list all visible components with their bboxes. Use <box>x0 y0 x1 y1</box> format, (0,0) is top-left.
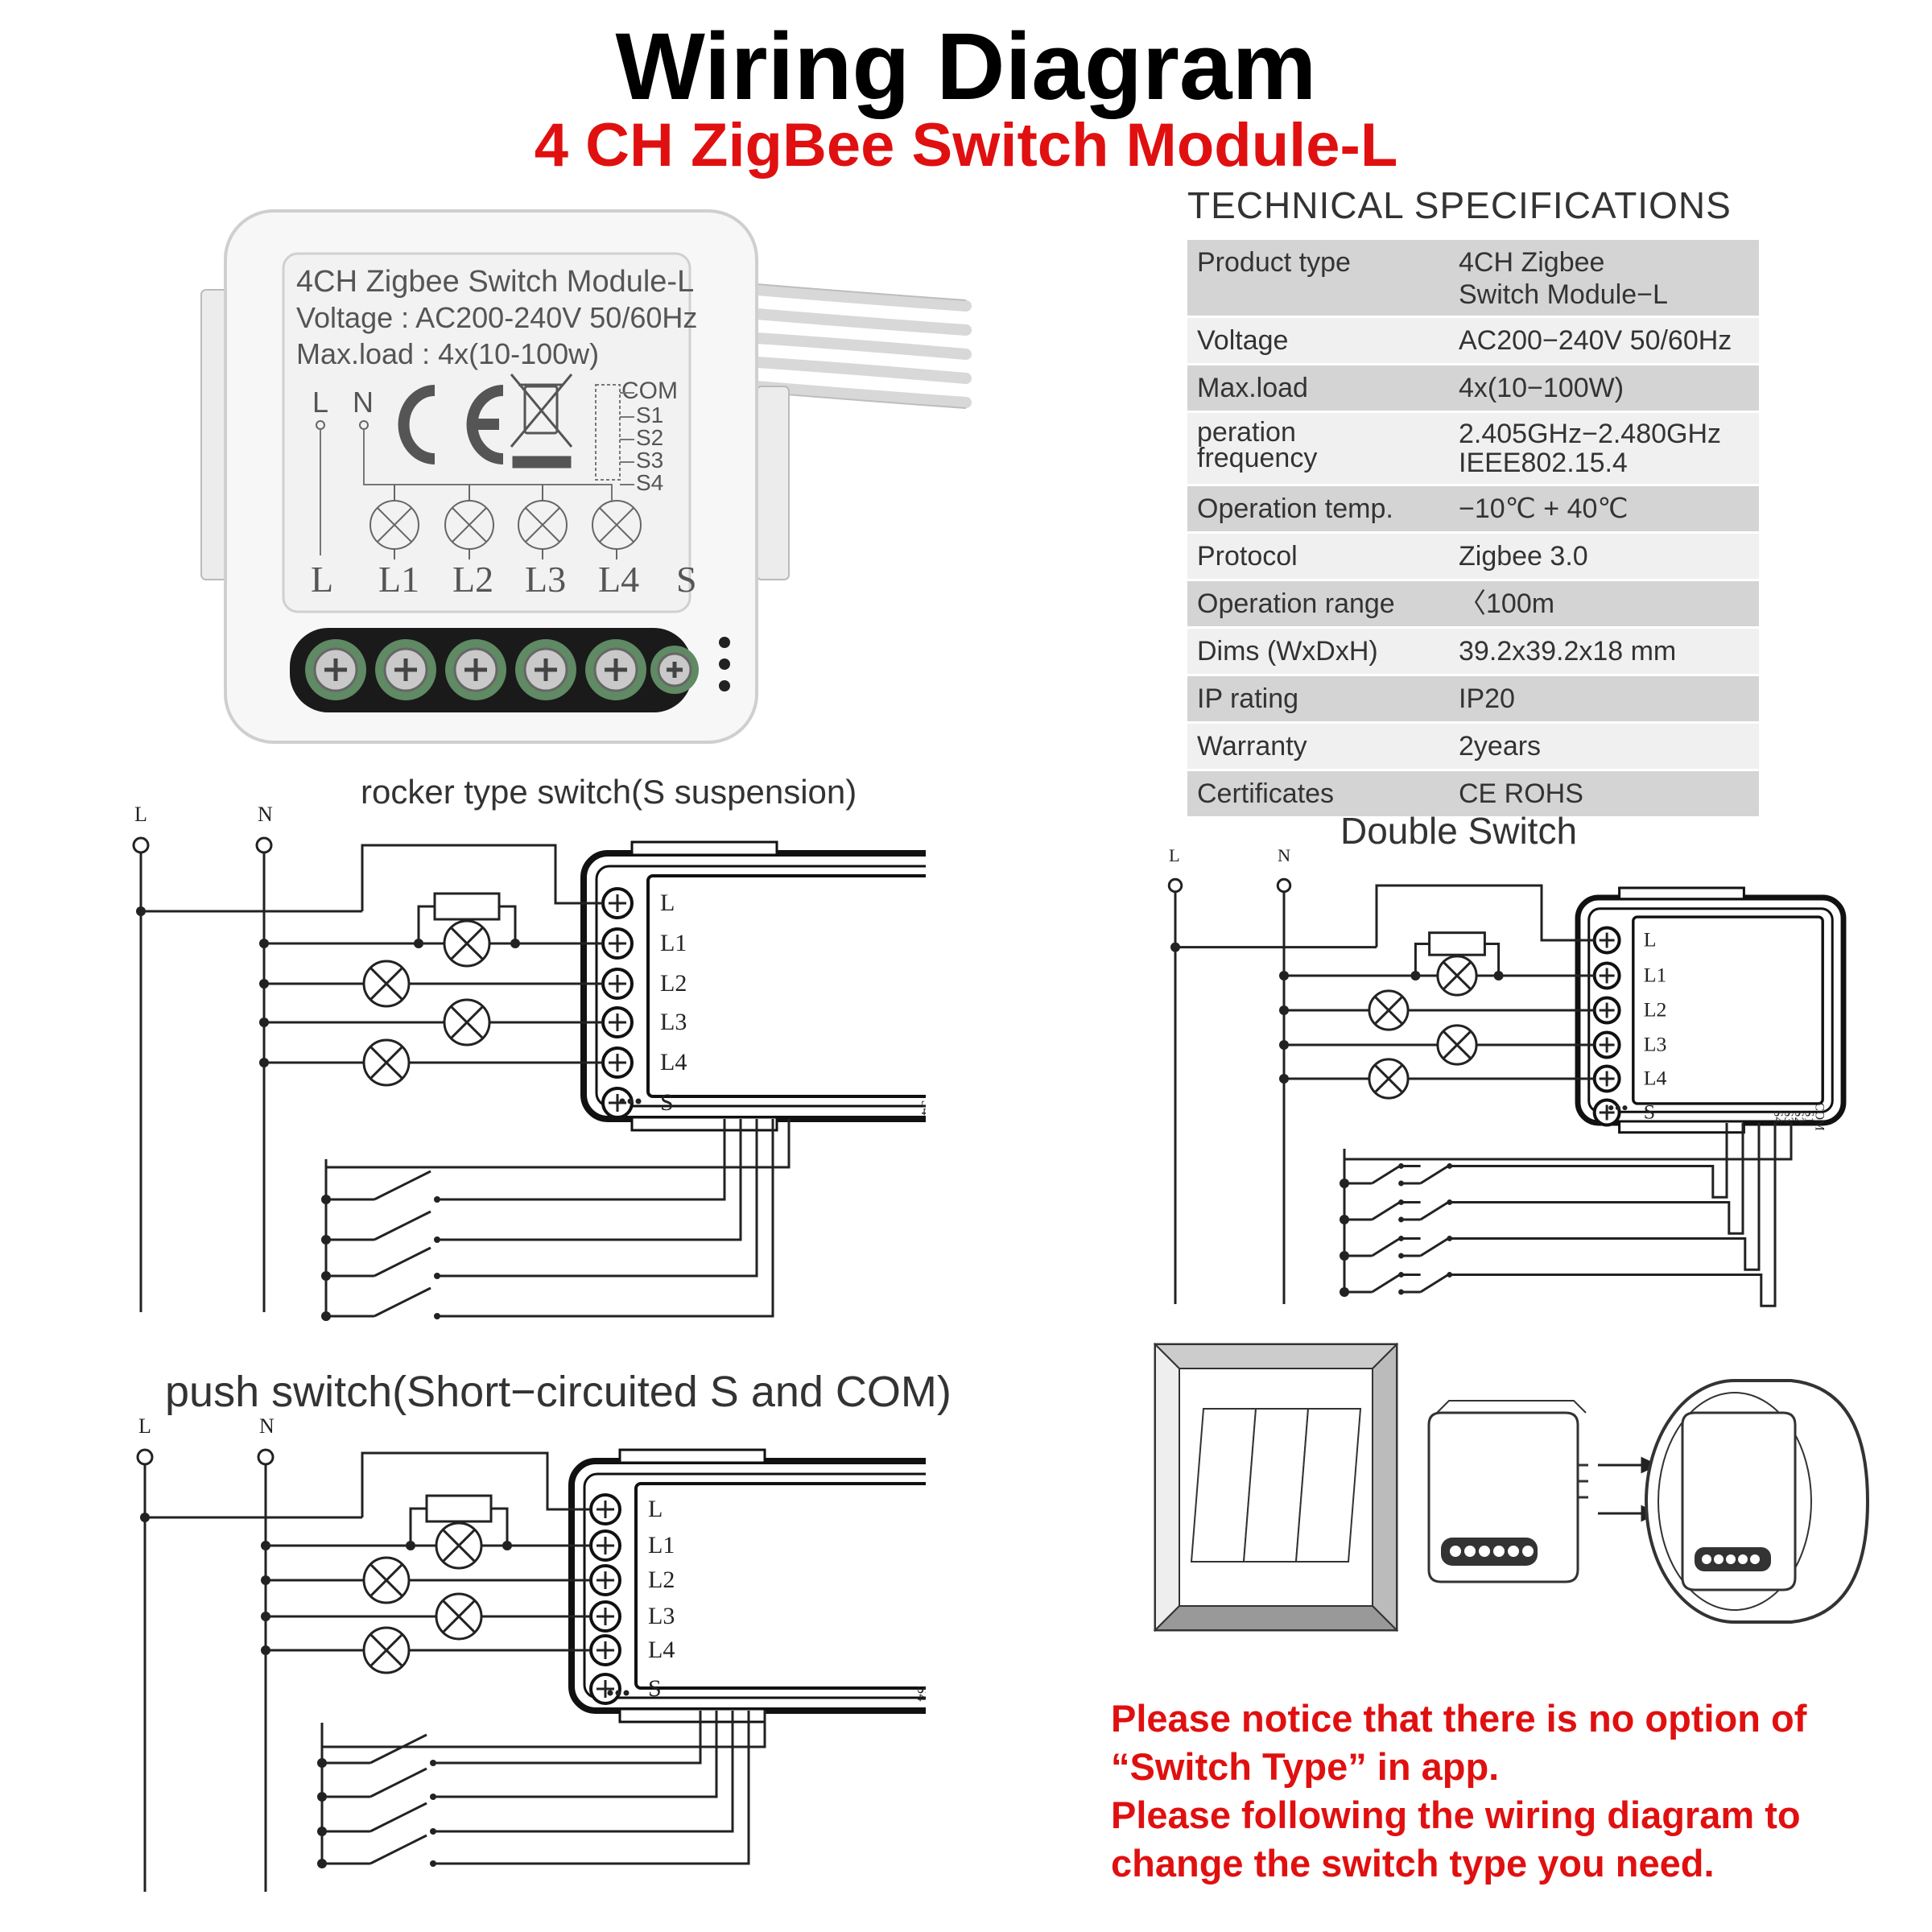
line-n-label: N <box>259 1414 275 1438</box>
notice-line-3: Please following the wiring diagram to <box>1111 1794 1801 1836</box>
module-photo: 4CH Zigbee Switch Module-L Voltage : AC2… <box>200 209 972 744</box>
svg-text:S4: S4 <box>636 470 663 495</box>
pin-label-com: COM <box>1813 1103 1827 1131</box>
terminal-label-l2: L2 <box>660 970 687 997</box>
module-outline <box>580 850 926 1122</box>
wall-box-icon <box>1645 1379 1870 1624</box>
terminal-label-l2: L2 <box>648 1567 675 1593</box>
weee-bin-icon <box>510 374 573 469</box>
spec-row-operation-temp: Operation temp.−10℃ + 40℃ <box>1187 486 1759 534</box>
pin-label-s4: S4 <box>914 1686 926 1701</box>
module-label-line1: 4CH Zigbee Switch Module-L <box>296 265 694 299</box>
terminal-label-l1: L1 <box>660 930 687 956</box>
svg-text:L: L <box>312 386 328 419</box>
line-l-label: L <box>1169 845 1180 865</box>
svg-text:L1: L1 <box>378 559 419 600</box>
line-n-label: N <box>1278 845 1290 865</box>
svg-text:COM: COM <box>621 378 678 404</box>
pin-label-s3: S3 <box>1781 1110 1795 1124</box>
line-n-terminal <box>257 1448 275 1466</box>
page-title: Wiring Diagram <box>615 14 1317 120</box>
svg-text:N: N <box>353 386 374 419</box>
line-n-terminal <box>1276 877 1292 894</box>
bypass-capacitor-icon <box>1428 931 1486 956</box>
svg-text:L: L <box>311 559 333 600</box>
module-label-line3: Max.load : 4x(10-100w) <box>296 337 599 370</box>
double-switch-caption: Double Switch <box>1340 810 1578 852</box>
notice-line-2: “Switch Type” in app. <box>1111 1745 1500 1788</box>
rocker-caption: rocker type switch(S suspension) <box>361 773 857 811</box>
terminal-label-l1: L1 <box>1644 964 1667 987</box>
page-subtitle: 4 CH ZigBee Switch Module-L <box>534 111 1398 180</box>
terminal-label-l3: L3 <box>1644 1033 1667 1056</box>
terminal-label-l: L <box>1644 928 1657 952</box>
terminal-label-s: S <box>648 1675 662 1702</box>
svg-text:S2: S2 <box>636 425 663 450</box>
pin-label-s2: S2 <box>1792 1110 1806 1123</box>
pin-label-s4: S4 <box>1771 1110 1785 1124</box>
pin-label-s1: S1 <box>1802 1110 1816 1123</box>
terminal-label-l2: L2 <box>1644 998 1667 1022</box>
svg-text:L2: L2 <box>452 559 493 600</box>
line-l-terminal <box>132 836 150 854</box>
line-n-terminal <box>255 836 273 854</box>
svg-text:S: S <box>676 559 697 600</box>
terminal-label-s: S <box>660 1089 674 1116</box>
installation-illustration <box>1153 1342 1870 1633</box>
pin-label-s4: S4 <box>919 1100 926 1115</box>
notice-line-4: change the switch type you need. <box>1111 1842 1715 1885</box>
bypass-capacitor-icon <box>433 892 501 921</box>
terminal-label-s: S <box>1644 1100 1655 1124</box>
notice-line-1: Please notice that there is no option of <box>1111 1697 1807 1740</box>
specs-title: TECHNICAL SPECIFICATIONS <box>1187 184 1732 226</box>
line-l-terminal <box>1167 877 1183 894</box>
terminal-label-l3: L3 <box>648 1603 675 1629</box>
ce-mark-icon <box>398 385 504 464</box>
terminal-label-l4: L4 <box>1644 1067 1667 1090</box>
terminal-label-l4: L4 <box>660 1049 687 1075</box>
small-module-icon <box>1427 1400 1588 1583</box>
terminal-label-l: L <box>648 1496 663 1522</box>
svg-text:S3: S3 <box>636 448 663 473</box>
svg-text:S1: S1 <box>636 402 663 427</box>
app-notice: Please notice that there is no option of… <box>1111 1695 1916 1888</box>
terminal-label-l1: L1 <box>648 1532 675 1558</box>
spec-row-dims: Dims (WxDxH)39.2x39.2x18 mm <box>1187 629 1759 676</box>
spec-row-operation-range: Operation range〈100m <box>1187 581 1759 629</box>
line-l-label: L <box>138 1414 151 1438</box>
terminal-label-l4: L4 <box>648 1637 675 1663</box>
module-label-line2: Voltage : AC200-240V 50/60Hz <box>296 301 697 334</box>
module-outline <box>568 1458 926 1714</box>
terminal-label-l: L <box>660 890 675 916</box>
push-caption: push switch(Short−circuited S and COM) <box>165 1368 952 1416</box>
terminal-label-l3: L3 <box>660 1009 687 1035</box>
rocker-key-3-icon <box>1294 1408 1362 1563</box>
bypass-capacitor-icon <box>425 1494 493 1523</box>
line-l-label: L <box>134 803 147 826</box>
line-l-terminal <box>136 1448 154 1466</box>
line-n-label: N <box>258 803 273 826</box>
svg-text:L3: L3 <box>525 559 566 600</box>
svg-text:L4: L4 <box>598 559 639 600</box>
